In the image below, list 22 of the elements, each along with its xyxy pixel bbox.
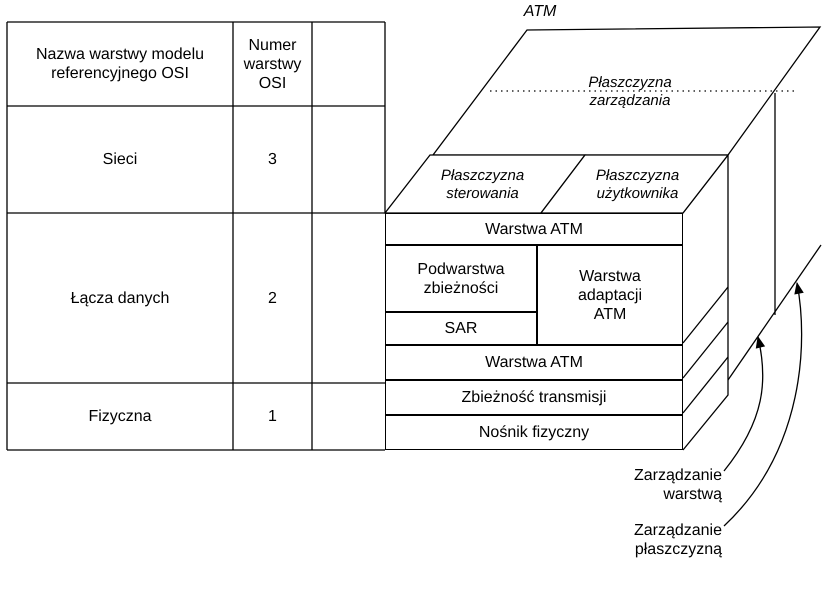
callout-label: Zarządzanie warstwą [600, 466, 722, 508]
layer-number: 2 [267, 288, 278, 308]
layer-box: Warstwa ATM [385, 213, 683, 245]
diagram-heading: ATM [522, 2, 558, 22]
leader-arrow [723, 336, 765, 472]
column-header: Numer warstwy OSI [242, 36, 302, 92]
layer-number: 1 [267, 407, 278, 426]
column-header: Nazwa warstwy modelu referencyjnego OSI [34, 45, 206, 83]
sublayer-box: SAR [385, 312, 537, 345]
sublayer-box: Nośnik fizyczny [385, 415, 683, 450]
leader-arrow [724, 282, 804, 526]
layer-box: Warstwa adaptacji ATM [537, 245, 683, 345]
callout-label: Zarządzanie płaszczyzną [600, 521, 722, 563]
layer-name: Łącza danych [70, 288, 170, 308]
control-plane-face: Płaszczyzna sterowania [385, 155, 585, 213]
layer-box: Warstwa ATM [385, 345, 683, 380]
sublayer-box: Zbieżność transmisji [385, 380, 683, 415]
layer-number: 3 [267, 150, 278, 169]
layer-name: Fizyczna [87, 407, 153, 426]
user-plane-face: Płaszczyzna użytkownika [541, 155, 728, 213]
layer-name: Sieci [102, 150, 138, 169]
sublayer-box: Podwarstwa zbieżności [385, 245, 537, 312]
